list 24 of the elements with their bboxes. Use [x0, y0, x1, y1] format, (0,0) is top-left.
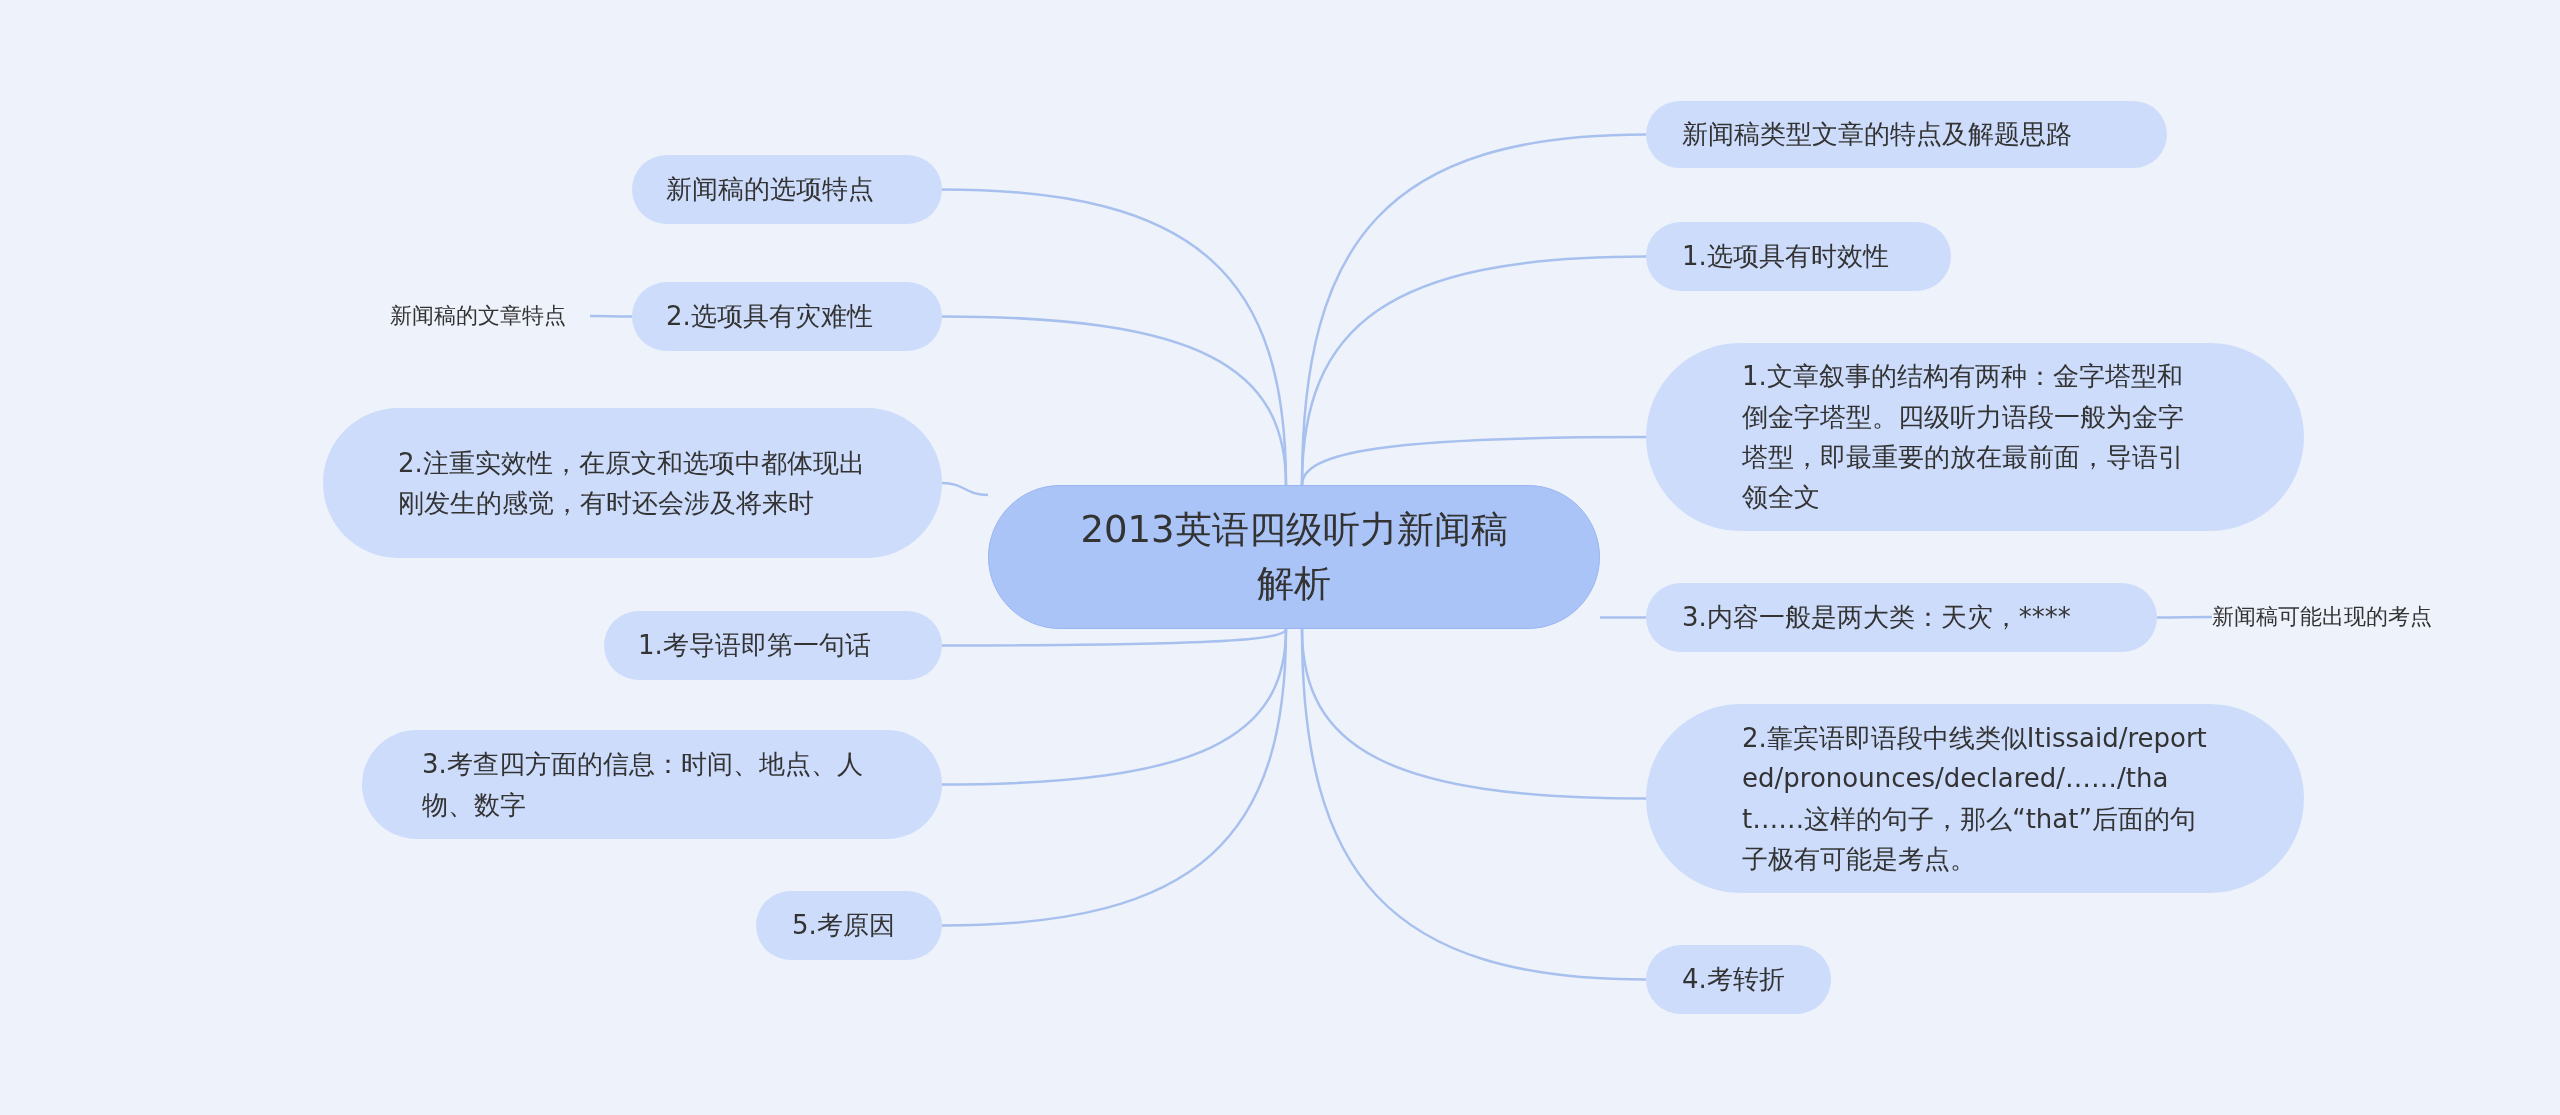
topic-node: 1.选项具有时效性: [1646, 222, 1951, 291]
connector-line: [941, 481, 989, 497]
topic-node: 新闻稿的选项特点: [632, 155, 942, 224]
connector-line: [942, 628, 1287, 647]
connector-line: [941, 628, 1288, 927]
topic-node: 5.考原因: [756, 891, 942, 960]
connector-line: [1300, 628, 1647, 981]
note-text: 新闻稿的文章特点: [390, 298, 590, 334]
topic-node: 3.内容一般是两大类：天灾，****: [1646, 583, 2157, 652]
topic-node: 2.注重实效性，在原文和选项中都体现出刚发生的感觉，有时还会涉及将来时: [323, 408, 942, 558]
central-topic: 2013英语四级听力新闻稿解析: [988, 485, 1600, 629]
connector-line: [941, 315, 1288, 486]
topic-node: 1.考导语即第一句话: [604, 611, 942, 680]
topic-node: 3.考查四方面的信息：时间、地点、人物、数字: [362, 730, 942, 839]
topic-node: 2.选项具有灾难性: [632, 282, 942, 351]
topic-node: 2.靠宾语即语段中线类似Itissaid/reported/pronounces/declared/……/that……这样的句子，那么“that”后面的句子极有可能是考点。: [1646, 704, 2304, 893]
note-text: 新闻稿可能出现的考点: [2212, 600, 2482, 634]
connector-line: [2157, 615, 2212, 619]
topic-node: 4.考转折: [1646, 945, 1831, 1014]
connector-line: [1300, 435, 1646, 486]
topic-node: 新闻稿类型文章的特点及解题思路: [1646, 101, 2167, 168]
connector-line: [590, 314, 632, 318]
topic-node: 1.文章叙事的结构有两种：金字塔型和倒金字塔型。四级听力语段一般为金字塔型，即最重要的放在最前面，导语引领全文: [1646, 343, 2304, 531]
connector-line: [1600, 616, 1646, 619]
